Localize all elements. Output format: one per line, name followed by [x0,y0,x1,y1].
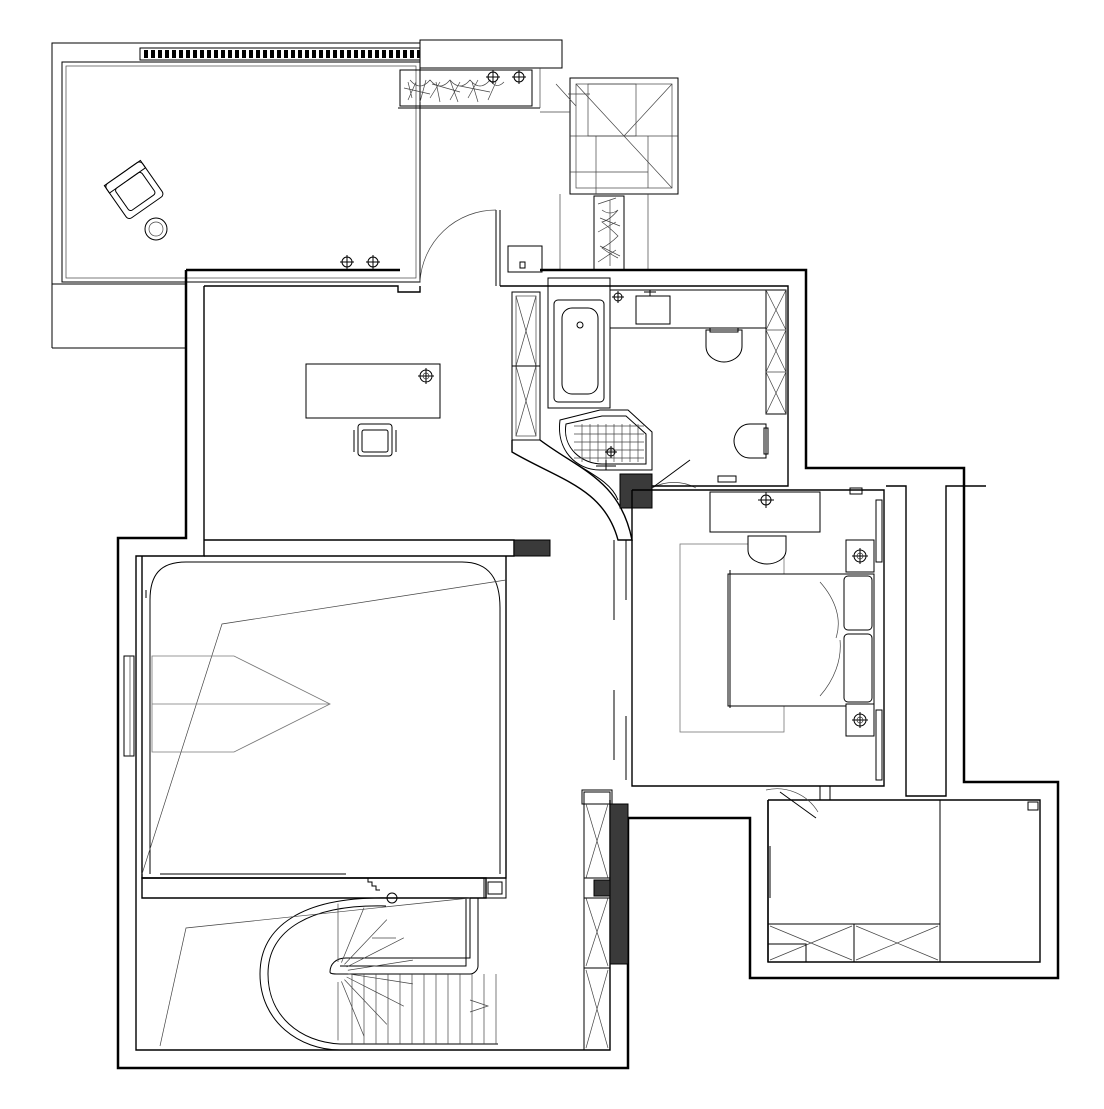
storage-room [765,785,1039,963]
terrace [51,39,563,349]
baluster [207,50,211,58]
stair-winder [346,976,404,1007]
ceiling-light-symbol [512,70,526,84]
ceiling-light-symbol [486,70,500,84]
baluster [144,50,148,58]
baluster [417,50,421,58]
baluster [396,50,400,58]
stair-winder [344,979,388,1025]
study [204,363,551,557]
ceiling-light-symbol [852,548,868,564]
stair-winder [341,981,365,1037]
nightstand-bottom [845,703,875,737]
bathroom [547,277,787,509]
baluster [151,50,155,58]
double-bed [727,570,875,708]
baluster [284,50,288,58]
stair-post [483,877,507,899]
baluster [277,50,281,58]
baluster [249,50,253,58]
baluster [368,50,372,58]
baluster [179,50,183,58]
ceiling-light-symbol [612,291,624,303]
baluster [312,50,316,58]
exterior-walls [116,268,1060,1070]
storage-door [765,788,819,819]
double-height-void [123,556,507,899]
nightstand-top [845,539,875,573]
stair-wardrobe [581,789,629,1051]
ceiling-light-symbol [340,255,354,269]
baluster [158,50,162,58]
external-stair [540,77,679,270]
baluster [354,50,358,58]
baluster [403,50,407,58]
baluster [186,50,190,58]
desk-chair [353,423,397,457]
terrace-door [419,209,501,286]
baluster [389,50,393,58]
baluster [193,50,197,58]
baluster [256,50,260,58]
lounge-chair [103,159,164,219]
bathtub [553,299,605,403]
baluster [340,50,344,58]
toilet-2 [733,423,769,459]
baluster [375,50,379,58]
baluster [361,50,365,58]
ceiling-light-symbol [418,368,434,384]
baluster [242,50,246,58]
parapet-block [419,39,563,69]
baluster [172,50,176,58]
bath-storage [765,289,787,415]
stair-winder [341,907,365,963]
spiral-stair-symbol [159,892,498,1051]
baluster [319,50,323,58]
baluster [263,50,267,58]
stair-winder [346,937,404,968]
baluster [326,50,330,58]
utility-box [507,245,543,273]
baluster [165,50,169,58]
ceiling-light-symbol [605,446,617,458]
bedroom [631,487,885,787]
terrace-balustrade [139,47,423,61]
baluster [214,50,218,58]
baluster [270,50,274,58]
baluster [291,50,295,58]
bedroom-console [709,491,821,533]
baluster [228,50,232,58]
side-table [144,217,168,241]
baluster [221,50,225,58]
shower-enclosure [559,409,653,471]
baluster [347,50,351,58]
bathroom-door [651,459,697,489]
stair-winder [347,959,413,971]
baluster [333,50,337,58]
stair-winder [344,919,388,965]
hall-wardrobe [511,291,541,441]
baluster [382,50,386,58]
baluster [305,50,309,58]
study-desk [305,363,441,419]
baluster [235,50,239,58]
ceiling-light-symbol [852,712,868,728]
baluster [200,50,204,58]
washbasin [635,295,671,325]
baluster [298,50,302,58]
shrub-planter-side [593,195,625,271]
stair-winder [347,973,413,985]
vanity-stool [747,535,787,565]
toilet-1 [705,327,743,363]
baluster [410,50,414,58]
ceiling-light-symbol [366,255,380,269]
ceiling-light-symbol [758,492,774,508]
